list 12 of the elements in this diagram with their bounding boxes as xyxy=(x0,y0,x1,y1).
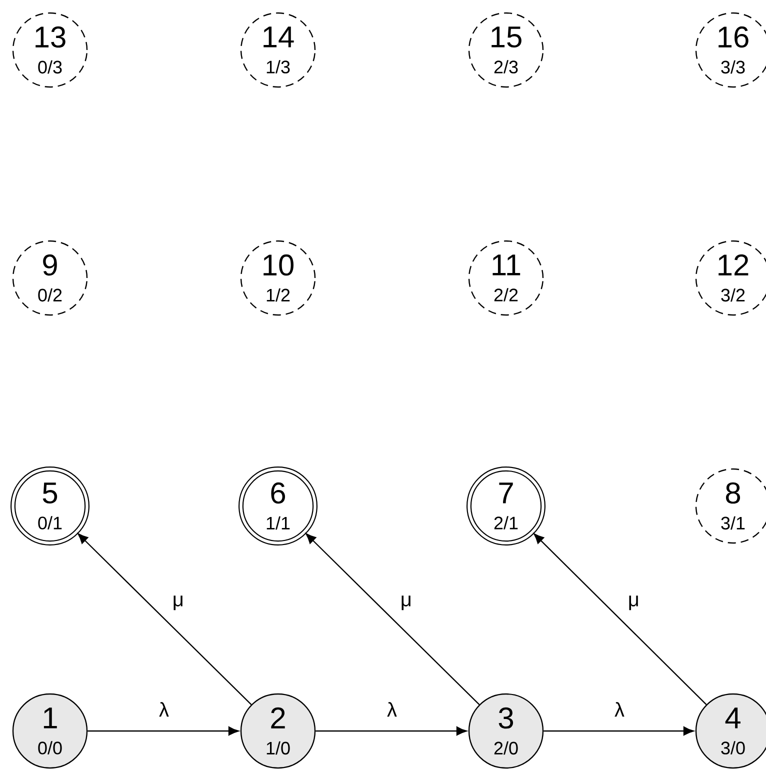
edge-label: λ xyxy=(612,700,626,719)
arrow xyxy=(88,726,239,736)
edge-label: μ xyxy=(170,594,186,612)
edge-label: λ xyxy=(157,700,171,719)
arrow xyxy=(306,533,480,706)
arrow xyxy=(544,726,694,736)
edge-label: μ xyxy=(398,594,414,612)
edge-label: μ xyxy=(626,594,642,612)
edge-label: λ xyxy=(385,700,399,719)
arrow xyxy=(78,533,252,706)
arrow xyxy=(534,533,707,705)
arrow xyxy=(316,726,467,736)
